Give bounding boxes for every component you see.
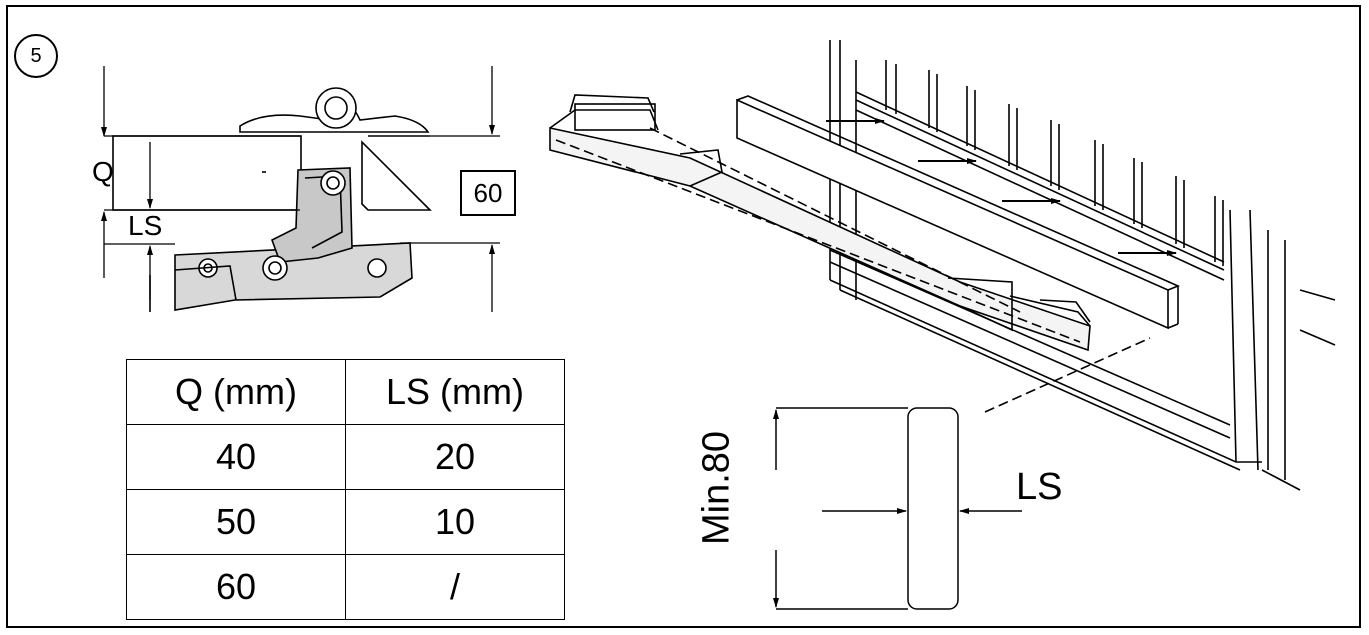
table-row: 40 20	[126, 424, 565, 490]
dimension-lines	[101, 66, 500, 312]
header-ls: LS (mm)	[345, 359, 565, 425]
height-dimension-box: 60	[460, 170, 516, 216]
cell-ls: 10	[345, 489, 565, 555]
cell-q: 40	[126, 424, 346, 490]
spec-table: Q (mm) LS (mm) 40 20 50 10 60 /	[126, 359, 565, 620]
gate-drawing	[549, 40, 1336, 491]
cell-ls: 20	[345, 424, 565, 490]
q-dimension-label: Q	[92, 156, 114, 187]
table-header-row: Q (mm) LS (mm)	[126, 359, 565, 425]
table-row: 50 10	[126, 489, 565, 555]
step-number-badge: 5	[14, 34, 58, 78]
min-height-label: Min.80	[695, 430, 738, 546]
cell-ls: /	[345, 554, 565, 620]
section-detail	[773, 407, 1022, 610]
header-q: Q (mm)	[126, 359, 346, 425]
cell-q: 50	[126, 489, 346, 555]
cell-q: 60	[126, 554, 346, 620]
diagram-frame	[6, 5, 1361, 628]
bracket-detail	[112, 87, 432, 312]
section-ls-label: LS	[1016, 466, 1063, 508]
ls-dimension-label: LS	[128, 210, 163, 241]
table-row: 60 /	[126, 554, 565, 620]
